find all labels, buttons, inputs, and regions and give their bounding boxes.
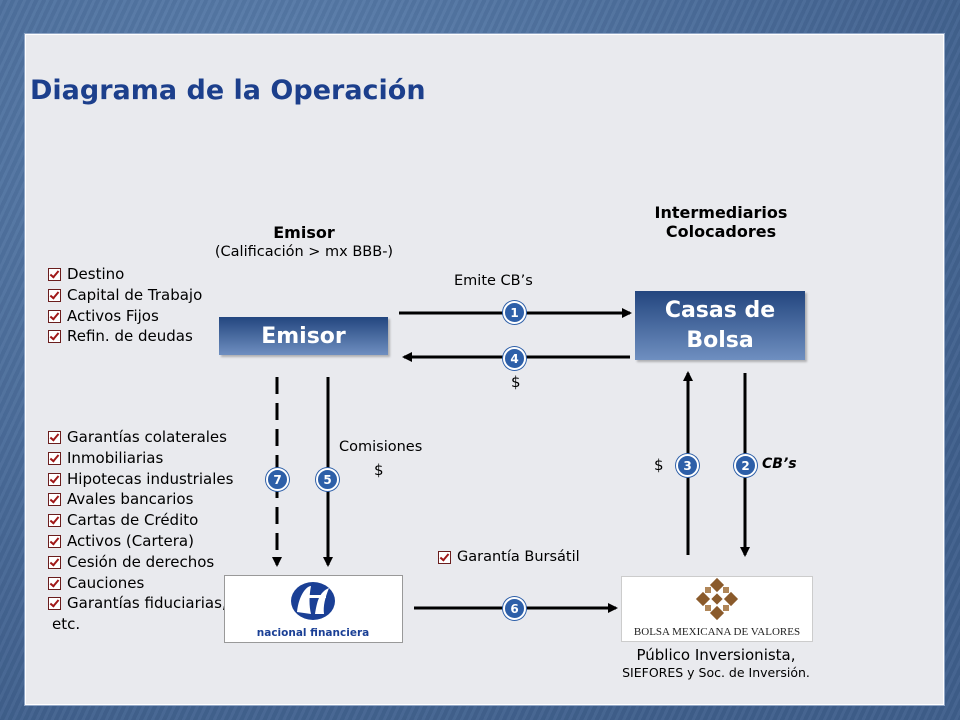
step-badge-2: 2 [734,454,757,477]
publico-line-2: SIEFORES y Soc. de Inversión. [622,665,810,680]
garantia-bursatil: Garantía Bursátil [438,549,580,565]
list-item: Inmobiliarias [48,448,233,469]
emisor-uses-list: Destino Capital de Trabajo Activos Fijos… [48,264,202,347]
step-badge-7: 7 [266,468,289,491]
list-item: Capital de Trabajo [48,285,202,306]
checkbox-icon [48,288,61,302]
list-item: Activos Fijos [48,306,202,327]
comisiones-label: Comisiones [339,439,423,455]
list-item: Refin. de deudas [48,326,202,347]
checkbox-icon [48,514,61,528]
checkbox-icon [48,534,61,548]
list-item-tail: etc. [52,615,81,634]
intermediarios-heading: Intermediarios Colocadores [626,203,816,241]
checkbox-icon [48,330,61,344]
slide: Diagrama de la Operación Emisor (Calific… [25,34,944,705]
publico-line-1: Público Inversionista, [636,646,796,664]
svg-text:BOLSA MEXICANA DE VALORES: BOLSA MEXICANA DE VALORES [634,626,800,638]
checkbox-icon [48,597,61,611]
emisor-box: Emisor [219,317,388,355]
slide-title: Diagrama de la Operación [30,75,426,106]
list-item: Cartas de Crédito [48,510,233,531]
checkbox-icon [48,555,61,569]
step-badge-3: 3 [676,454,699,477]
checkbox-icon [48,309,61,323]
garantias-list: Garantías colaterales Inmobiliarias Hipo… [48,427,233,635]
nafin-logo-graphic: nacional financiera [257,582,369,639]
intermediarios-line-1: Intermediarios [654,203,788,222]
garantia-bursatil-label: Garantía Bursátil [457,549,580,565]
intermediarios-line-2: Colocadores [665,222,777,241]
checkbox-icon [48,576,61,590]
casas-de-bolsa-box: Casas de Bolsa [635,291,805,360]
comisiones-dollar: $ [374,461,384,479]
list-item: Avales bancarios [48,489,233,510]
step-badge-4: 4 [503,347,526,370]
cbs-label-2: CB’s [762,456,797,472]
bmv-logo-graphic: BOLSA MEXICANA DE VALORES [634,577,800,638]
checkbox-icon [48,431,61,444]
emisor-subheading: (Calificación > mx BBB-) [214,244,394,260]
checkbox-icon [48,451,61,465]
checkbox-icon [48,472,61,486]
list-item: Cauciones [48,573,233,594]
list-item: Destino [48,264,202,285]
dollar-label-3: $ [654,456,664,474]
emite-label: Emite CB’s [454,273,533,289]
bmv-logo: BOLSA MEXICANA DE VALORES [621,576,813,642]
list-item: Hipotecas industriales [48,469,233,490]
list-item: Activos (Cartera) [48,531,233,552]
checkbox-icon [48,493,61,507]
list-item: Garantías colaterales [48,427,233,448]
casas-line-1: Casas de [664,297,776,323]
checkbox-icon [48,268,61,281]
step-badge-6: 6 [503,597,526,620]
svg-text:nacional financiera: nacional financiera [257,627,369,639]
emisor-heading: Emisor [273,223,335,242]
dollar-label-4: $ [511,373,521,391]
checkbox-icon [438,550,451,564]
step-badge-1: 1 [503,301,526,324]
nacional-financiera-logo: nacional financiera [224,575,403,643]
step-badge-5: 5 [316,468,339,491]
casas-line-2: Bolsa [686,327,754,353]
list-item: Garantías fiduciarias, [48,593,233,614]
publico-caption: Público Inversionista, SIEFORES y Soc. d… [601,647,831,681]
list-item: Cesión de derechos [48,552,233,573]
